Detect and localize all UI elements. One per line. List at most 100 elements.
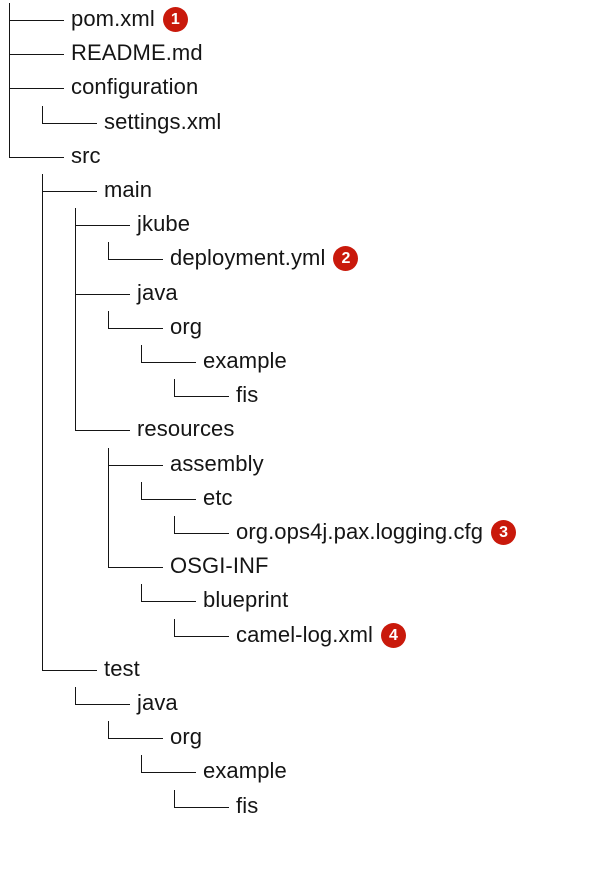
tree-connector (108, 242, 163, 261)
tree-row: assembly (0, 447, 605, 482)
tree-row: deployment.yml 2 (0, 242, 605, 277)
tree-guide-line (42, 345, 43, 380)
tree-item-label: camel-log.xml (236, 621, 373, 647)
tree-guide-line (108, 481, 109, 516)
tree-item-label: fis (236, 792, 259, 818)
tree-branch-line (9, 20, 10, 38)
tree-item-label: README.md (71, 40, 203, 66)
tree-row: jkube (0, 208, 605, 243)
tree-branch-line (9, 54, 10, 72)
tree-item-label: org (170, 313, 203, 339)
tree-connector (42, 652, 97, 671)
tree-connector (75, 276, 130, 295)
tree-row: settings.xml (0, 105, 605, 140)
tree-item-label: java (137, 279, 178, 305)
tree-guide-line (42, 447, 43, 482)
tree-item-label: org (170, 724, 203, 750)
tree-guide-line (9, 105, 10, 140)
tree-connector (141, 345, 196, 363)
tree-connector (9, 71, 64, 90)
tree-connector (9, 37, 64, 56)
tree-guide-line (75, 310, 76, 345)
tree-row: etc (0, 481, 605, 516)
tree-item-label: OSGI-INF (170, 553, 269, 579)
tree-branch-line (75, 225, 76, 243)
tree-item-label: example (203, 348, 287, 373)
tree-branch-line (75, 293, 76, 311)
tree-row: configuration (0, 71, 605, 106)
tree-branch-line (108, 464, 109, 482)
tree-row: java (0, 687, 605, 721)
tree-row: main (0, 174, 605, 209)
tree-row: pom.xml 1 (0, 3, 605, 38)
tree-row: resources (0, 413, 605, 448)
tree-item-label: fis (236, 382, 259, 408)
tree-connector (9, 3, 64, 21)
tree-guide-line (42, 550, 43, 585)
tree-connector (141, 584, 196, 603)
tree-item-label: blueprint (203, 587, 289, 613)
tree-item-label: java (137, 690, 178, 715)
tree-row: example (0, 345, 605, 380)
tree-item-label: configuration (71, 74, 199, 100)
tree-row: camel-log.xml 4 (0, 618, 605, 653)
tree-connector (108, 550, 163, 569)
tree-guide-line (75, 242, 76, 277)
tree-connector (174, 379, 229, 398)
tree-guide-line (42, 618, 43, 653)
tree-item-label: main (104, 177, 153, 202)
tree-item-label: src (71, 142, 101, 168)
tree-guide-line (42, 481, 43, 516)
callout-badge: 4 (381, 622, 406, 648)
tree-row: example (0, 755, 605, 789)
tree-guide-line (108, 516, 109, 551)
tree-guide-line (42, 276, 43, 311)
tree-connector (42, 105, 97, 124)
tree-connector (9, 139, 64, 158)
tree-guide-line (75, 345, 76, 380)
tree-row: fis (0, 789, 605, 824)
tree-connector (42, 174, 97, 192)
tree-row: fis (0, 379, 605, 414)
tree-item-label: deployment.yml (170, 245, 326, 271)
tree-item-label: org.ops4j.pax.logging.cfg (236, 519, 484, 544)
tree-guide-line (42, 584, 43, 619)
tree-connector (174, 618, 229, 637)
tree-row: test (0, 652, 605, 687)
tree-row: java (0, 276, 605, 311)
tree-guide-line (42, 379, 43, 414)
tree-item-label: test (104, 655, 140, 681)
tree-branch-line (9, 88, 10, 106)
tree-item-label: pom.xml (71, 6, 155, 31)
tree-connector (108, 721, 163, 740)
tree-item-label: assembly (170, 450, 264, 476)
tree-connector (108, 447, 163, 466)
tree-guide-line (42, 208, 43, 243)
tree-connector (108, 310, 163, 329)
tree-row: org (0, 310, 605, 345)
tree-item-label: etc (203, 484, 233, 510)
tree-guide-line (42, 310, 43, 345)
tree-connector (174, 789, 229, 808)
tree-connector (75, 413, 130, 432)
tree-connector (141, 481, 196, 500)
tree-connector (141, 755, 196, 774)
tree-guide-line (75, 379, 76, 414)
tree-row: src (0, 139, 605, 174)
tree-row: OSGI-INF (0, 550, 605, 585)
tree-item-label: settings.xml (104, 108, 222, 134)
tree-item-label: resources (137, 416, 235, 442)
tree-guide-line (42, 242, 43, 277)
tree-branch-line (42, 191, 43, 209)
callout-badge: 2 (333, 246, 359, 272)
tree-connector (75, 208, 130, 227)
callout-badge: 1 (162, 7, 188, 32)
tree-row: blueprint (0, 584, 605, 619)
tree-item-label: jkube (137, 211, 191, 237)
callout-badge: 3 (491, 520, 517, 545)
tree-connector (75, 687, 130, 705)
tree-guide-line (42, 413, 43, 448)
tree-connector (174, 516, 229, 534)
tree-item-label: example (203, 758, 287, 784)
